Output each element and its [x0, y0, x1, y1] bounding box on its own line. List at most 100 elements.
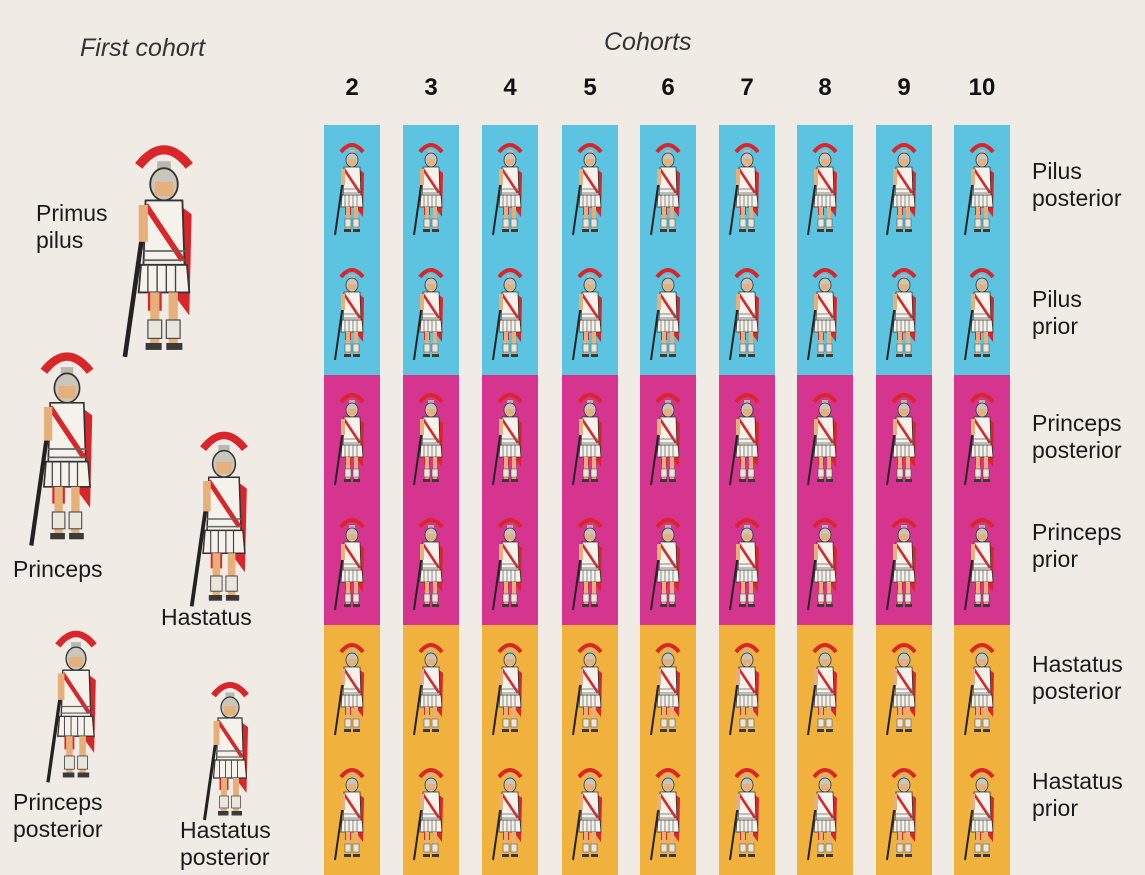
- soldier-icon: [648, 264, 688, 364]
- soldier-icon: [648, 639, 688, 739]
- rank-cell: [562, 125, 618, 250]
- soldier-icon: [727, 764, 767, 864]
- soldier-icon: [490, 514, 530, 614]
- rank-cell: [719, 250, 775, 375]
- rank-cell: [954, 750, 1010, 875]
- soldier-icon: [490, 139, 530, 239]
- soldier-icon: [25, 344, 109, 554]
- rank-cell: [640, 625, 696, 750]
- cohort-number: 8: [797, 74, 853, 102]
- rank-cell: [876, 375, 932, 500]
- cohorts-heading: Cohorts: [604, 28, 692, 57]
- soldier-icon: [884, 514, 924, 614]
- rank-cell: [482, 375, 538, 500]
- rank-cell: [954, 500, 1010, 625]
- soldier-icon: [727, 139, 767, 239]
- rank-cell: [876, 750, 932, 875]
- soldier-icon: [411, 514, 451, 614]
- soldier-icon: [490, 639, 530, 739]
- rank-cell: [403, 250, 459, 375]
- soldier-icon: [884, 264, 924, 364]
- soldier-icon: [332, 264, 372, 364]
- rank-cell: [482, 500, 538, 625]
- cohort-column: [482, 125, 538, 875]
- rank-cell: [482, 125, 538, 250]
- rank-cell: [954, 125, 1010, 250]
- soldier-icon: [570, 139, 610, 239]
- rank-cell: [562, 375, 618, 500]
- cohort-number: 4: [482, 74, 538, 102]
- rank-cell: [719, 375, 775, 500]
- cohort-number: 6: [640, 74, 696, 102]
- soldier-icon: [118, 136, 210, 366]
- cohort-column: [954, 125, 1010, 875]
- rank-cell: [640, 125, 696, 250]
- soldier-icon: [884, 639, 924, 739]
- rank-cell: [562, 750, 618, 875]
- soldier-icon: [962, 139, 1002, 239]
- soldier-icon: [962, 264, 1002, 364]
- cohort-number: 7: [719, 74, 775, 102]
- rank-cell: [954, 250, 1010, 375]
- cohort-number: 3: [403, 74, 459, 102]
- rank-cell: [719, 500, 775, 625]
- soldier-icon: [805, 639, 845, 739]
- rank-cell: [876, 500, 932, 625]
- soldier-icon: [962, 764, 1002, 864]
- cohort-column: [719, 125, 775, 875]
- soldier-icon: [186, 424, 262, 614]
- soldier-icon: [805, 764, 845, 864]
- rank-cell: [797, 250, 853, 375]
- soldier-icon: [332, 639, 372, 739]
- soldier-icon: [805, 389, 845, 489]
- soldier-icon: [332, 139, 372, 239]
- rank-cell: [403, 750, 459, 875]
- soldier-icon: [411, 639, 451, 739]
- cohort-column: [640, 125, 696, 875]
- cohort-number: 5: [562, 74, 618, 102]
- rank-cell: [403, 125, 459, 250]
- rank-cell: [640, 250, 696, 375]
- soldier-icon: [332, 389, 372, 489]
- first-cohort-label: Princeps: [13, 556, 102, 583]
- rank-cell: [324, 625, 380, 750]
- rank-cell: [640, 750, 696, 875]
- rank-cell: [719, 625, 775, 750]
- soldier-icon: [43, 624, 109, 789]
- soldier-icon: [332, 764, 372, 864]
- soldier-icon: [648, 139, 688, 239]
- soldier-icon: [884, 764, 924, 864]
- soldier-icon: [411, 139, 451, 239]
- soldier-icon: [490, 389, 530, 489]
- cohort-column: [562, 125, 618, 875]
- soldier-icon: [962, 514, 1002, 614]
- rank-cell: [876, 125, 932, 250]
- cohort-column: [403, 125, 459, 875]
- soldier-icon: [570, 264, 610, 364]
- cohort-number: 9: [876, 74, 932, 102]
- rank-cell: [954, 625, 1010, 750]
- rank-cell: [403, 625, 459, 750]
- rank-cell: [640, 500, 696, 625]
- rank-cell: [797, 625, 853, 750]
- soldier-icon: [648, 764, 688, 864]
- rank-cell: [719, 750, 775, 875]
- rank-cell: [562, 250, 618, 375]
- rank-cell: [324, 250, 380, 375]
- soldier-icon: [805, 514, 845, 614]
- soldier-icon: [570, 639, 610, 739]
- rank-cell: [403, 375, 459, 500]
- soldier-icon: [884, 139, 924, 239]
- rank-cell: [797, 375, 853, 500]
- soldier-icon: [570, 389, 610, 489]
- rank-cell: [640, 375, 696, 500]
- rank-cell: [876, 625, 932, 750]
- first-cohort-heading: First cohort: [80, 34, 205, 63]
- soldier-icon: [411, 264, 451, 364]
- cohort-number: 10: [954, 74, 1010, 102]
